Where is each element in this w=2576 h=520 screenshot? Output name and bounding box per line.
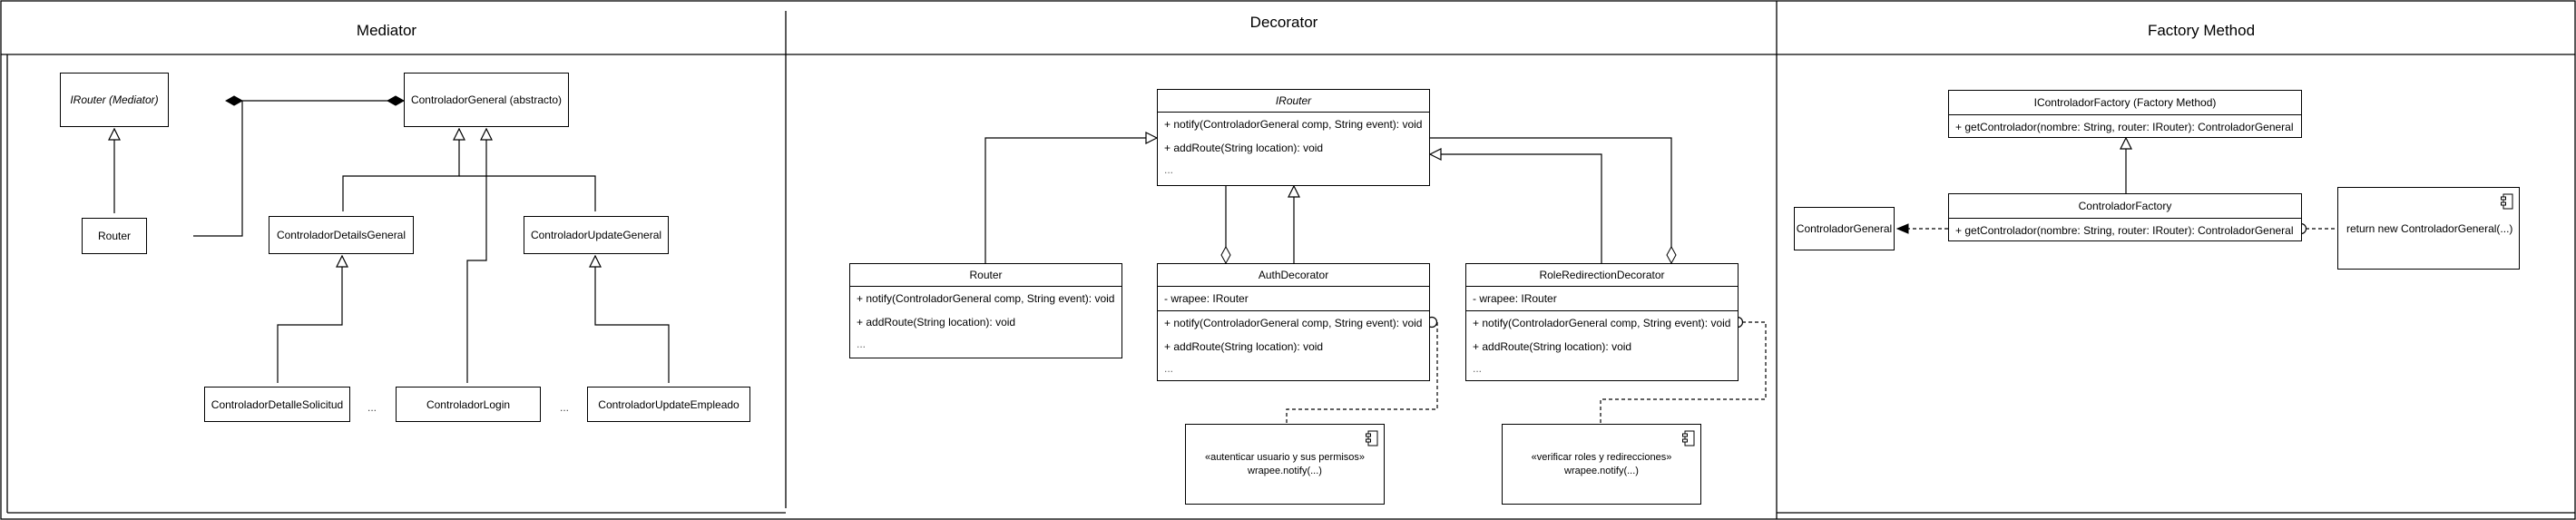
controlador-detalle-solicitud-class: ControladorDetalleSolicitud [204,387,350,422]
role-method-addroute: + addRoute(String location): void [1473,340,1632,353]
auth-decorator-class: AuthDecorator - wrapee: IRouter + notify… [1157,263,1430,381]
irouter-mediator-label: IRouter (Mediator) [70,93,159,106]
controlador-factory-class: ControladorFactory + getControlador(nomb… [1948,193,2302,241]
router-method-more: ... [857,338,867,350]
auth-decorator-name: AuthDecorator [1158,264,1429,287]
component-icon [1366,430,1378,446]
auth-note-line-1: «autenticar usuario y sus permisos» [1204,452,1366,463]
controlador-login-label: ControladorLogin [426,397,511,411]
auth-method-addroute: + addRoute(String location): void [1164,340,1324,353]
controlador-details-general-label: ControladorDetailsGeneral [276,229,406,241]
role-note-line-2: wrapee.notify(...) [1564,466,1639,476]
controlador-general-label: ControladorGeneral (abstracto) [410,93,563,106]
icontrolador-factory-method: + getControlador(nombre: String, router:… [1955,121,2294,133]
role-method-notify: + notify(ControladorGeneral comp, String… [1466,310,1738,335]
role-decorator-name: RoleRedirectionDecorator [1466,264,1738,287]
irouter-method-notify: + notify(ControladorGeneral comp, String… [1164,118,1423,131]
controlador-details-general-class: ControladorDetailsGeneral [269,216,414,254]
auth-field-wrapee: - wrapee: IRouter [1164,292,1249,305]
mediator-ellipsis-2: ... [560,401,570,414]
factory-note-component: return new ControladorGeneral(...) [2337,187,2520,270]
irouter-interface-name: IRouter [1158,90,1429,113]
router-method-addroute: + addRoute(String location): void [857,316,1016,329]
irouter-method-more: ... [1164,163,1174,176]
irouter-mediator-class: IRouter (Mediator) [60,73,169,127]
controlador-factory-method: + getControlador(nombre: String, router:… [1955,224,2294,237]
auth-method-notify: + notify(ControladorGeneral comp, String… [1158,310,1429,335]
section-title-decorator: Decorator [1249,14,1318,31]
irouter-interface-class: IRouter + notify(ControladorGeneral comp… [1157,89,1430,186]
router-mediator-class: Router [82,218,147,254]
router-decorator-class: Router + notify(ControladorGeneral comp,… [849,263,1122,358]
controlador-update-general-label: ControladorUpdateGeneral [530,229,662,241]
irouter-method-addroute: + addRoute(String location): void [1164,142,1324,154]
router-mediator-label: Router [97,230,132,242]
controlador-update-empleado-label: ControladorUpdateEmpleado [598,397,739,411]
icontrolador-factory-name: IControladorFactory (Factory Method) [1949,91,2301,115]
controlador-detalle-solicitud-label: ControladorDetalleSolicitud [211,397,344,411]
role-note-component: «verificar roles y redirecciones» wrapee… [1502,424,1701,505]
controlador-factory-name: ControladorFactory [1949,194,2301,219]
auth-method-more: ... [1164,362,1174,375]
controlador-login-class: ControladorLogin [396,387,541,422]
icontrolador-factory-class: IControladorFactory (Factory Method) + g… [1948,90,2302,138]
auth-note-line-2: wrapee.notify(...) [1248,466,1322,476]
component-icon [1682,430,1695,446]
factory-note-text: return new ControladorGeneral(...) [2346,222,2513,235]
factory-controlador-general-label: ControladorGeneral [1796,222,1893,235]
section-title-factory: Factory Method [2147,22,2256,39]
router-decorator-name: Router [850,264,1121,287]
controlador-update-general-class: ControladorUpdateGeneral [524,216,669,254]
auth-note-component: «autenticar usuario y sus permisos» wrap… [1185,424,1385,505]
factory-controlador-general-class: ControladorGeneral [1794,207,1895,250]
role-method-more: ... [1473,362,1483,375]
controlador-general-class: ControladorGeneral (abstracto) [404,73,569,127]
role-note-line-1: «verificar roles y redirecciones» [1531,452,1672,463]
component-icon [2501,193,2513,210]
role-redirection-decorator-class: RoleRedirectionDecorator - wrapee: IRout… [1465,263,1739,381]
section-title-mediator: Mediator [356,22,417,39]
mediator-ellipsis-1: ... [367,401,377,414]
role-field-wrapee: - wrapee: IRouter [1473,292,1557,305]
controlador-update-empleado-class: ControladorUpdateEmpleado [587,387,750,422]
router-method-notify: + notify(ControladorGeneral comp, String… [857,292,1115,305]
